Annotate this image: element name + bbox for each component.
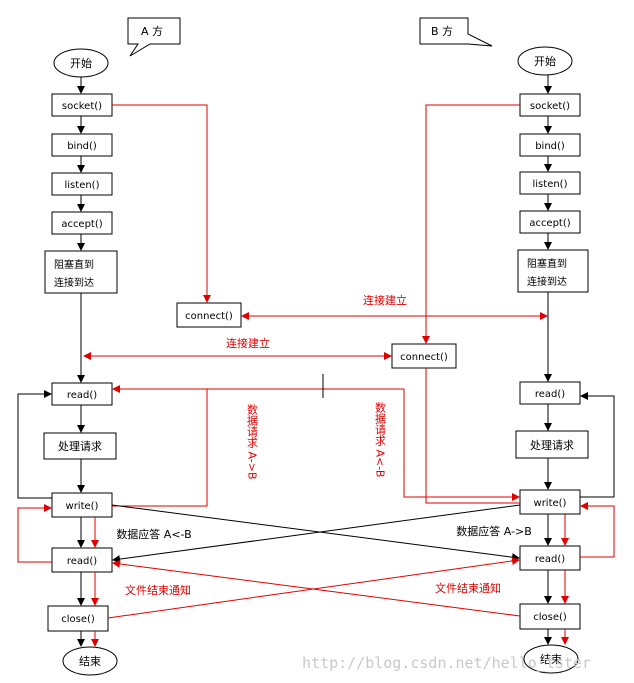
connect-b-label: connect() [400,352,448,363]
a-start-label: 开始 [70,56,92,70]
callout-b: B 方 [419,17,493,47]
b-bind-label: bind() [535,141,565,152]
a-read-box [51,382,113,406]
b-process-label: 处理请求 [530,439,574,452]
b-socket-label: socket() [530,101,570,112]
callout-a: A 方 [127,17,181,57]
b-listen-box [519,171,581,195]
b-listen-label: listen() [533,179,568,190]
a-end-label: 结束 [79,655,101,668]
b-process-box [515,430,589,459]
data-req-label-ab: 数据请求 A->B [246,404,259,480]
b-start-node [517,46,573,76]
watermark-text: http://blog.csdn.net/hello_tster [302,654,591,672]
b-end-node [523,644,579,674]
b-block-line1: 阻塞直到 [527,257,567,270]
file-end-label-a: 文件结束通知 [125,583,191,597]
a-block-box [44,250,118,294]
a-end-node [62,646,118,676]
b-read-label: read() [535,389,565,400]
a-block-line1: 阻塞直到 [54,258,94,271]
conn-est-label-1: 连接建立 [363,293,407,307]
a-listen-box [51,172,113,196]
b-start-label: 开始 [534,54,556,68]
a-read2-label: read() [67,556,97,567]
b-close-box [519,603,581,630]
a-process-label: 处理请求 [58,440,102,453]
a-listen-label: listen() [65,180,100,191]
file-end-label-b: 文件结束通知 [435,581,501,595]
a-write-label: write() [66,501,99,512]
a-block-line2: 连接到达 [54,276,94,289]
b-block-box [517,249,589,293]
b-red-side-arrows [561,502,615,645]
a-process-box [43,432,117,460]
b-accept-box [519,210,581,234]
a-accept-label: accept() [61,219,102,230]
a-red-side-arrows [17,504,99,647]
a-read-label: read() [67,390,97,401]
a-read2-box [51,547,113,573]
conn-est-label-2: 连接建立 [226,336,270,350]
b-read2-label: read() [535,554,565,565]
a-close-box [47,605,109,632]
a-socket-label: socket() [62,101,102,112]
red-cross-arrows [107,557,521,619]
a-bind-label: bind() [67,141,97,152]
b-flow-arrows [544,75,615,645]
b-bind-box [519,133,581,157]
a-accept-box [51,211,113,235]
a-bind-box [51,133,113,157]
data-req-label-ba: 数据请求 A<-B [374,402,387,478]
connect-b-box [391,343,457,369]
black-cross-arrows [111,374,521,564]
b-block-line2: 连接到达 [527,275,567,288]
a-flow-arrows [17,77,85,647]
red-connection-arrows [83,104,548,507]
b-accept-label: accept() [529,218,570,229]
a-close-label: close() [61,614,95,625]
b-close-label: close() [533,612,567,623]
callout-b-text: B 方 [431,24,453,38]
data-resp-label-a: 数据应答 A<-B [116,527,191,541]
b-end-label: 结束 [540,653,562,666]
data-resp-label-b: 数据应答 A->B [456,524,532,538]
connect-a-label: connect() [185,311,233,322]
b-read2-box [519,545,581,571]
callout-a-text: A 方 [141,24,163,38]
b-write-label: write() [534,498,567,509]
